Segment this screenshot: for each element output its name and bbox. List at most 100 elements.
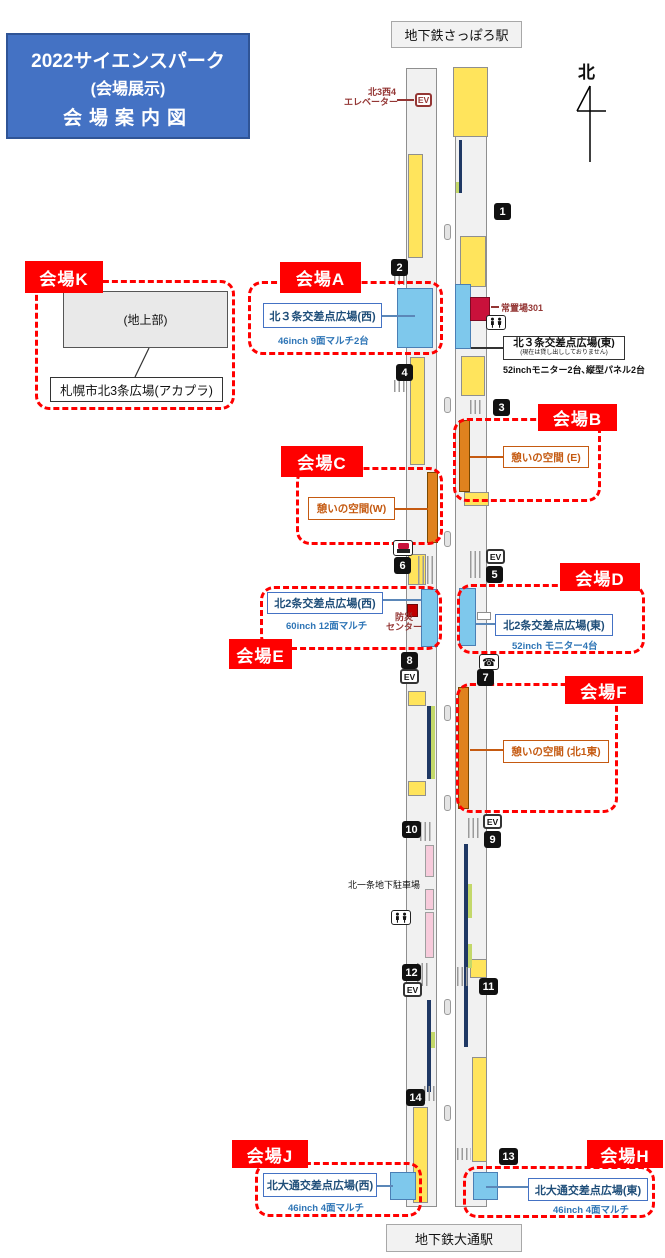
marker-1: 1 (494, 203, 511, 220)
plaza-east-rect (455, 284, 471, 349)
phone-icon: ☎ (479, 654, 499, 670)
navy-line (459, 140, 462, 193)
station-box-sapporo: 地下鉄さっぽろ駅 (391, 21, 522, 48)
venue-k-label: 会場K (25, 261, 103, 293)
east-plaza-name: 北３条交差点広場(東) (513, 337, 615, 349)
elevator-icon: EV (415, 93, 432, 107)
north-label: 北 (578, 63, 595, 82)
yellow-block (460, 236, 486, 287)
venue-h-connector-line (486, 1186, 528, 1188)
marker-4: 4 (396, 364, 413, 381)
venue-j-dashed-box (255, 1162, 422, 1217)
venue-a-connector-line (382, 315, 415, 317)
title-line2: (会場展示) (90, 81, 166, 98)
venue-j-name-box: 北大通交差点広場(西) (263, 1173, 377, 1197)
venue-e-label: 会場E (229, 639, 292, 669)
navy-line (427, 1000, 431, 1092)
elevator-annotation: 北3西4 エレベーター (344, 87, 399, 107)
marker-11: 11 (479, 978, 498, 995)
venue-c-name-box: 憩いの空間(W) (308, 497, 395, 520)
stairs-mark (418, 556, 433, 584)
green-line (431, 1032, 435, 1048)
venue-h-label: 会場H (587, 1140, 663, 1168)
venue-f-name-box: 憩いの空間 (北1東) (503, 740, 609, 763)
venue-j-connector-line (377, 1185, 393, 1187)
navy-line (427, 706, 431, 779)
venue-f-connector-line (470, 749, 503, 751)
venue-a-label: 会場A (280, 262, 361, 293)
venue-h-spec: 46inch 4面マルチ (553, 1205, 630, 1216)
venue-j-spec: 46inch 4面マルチ (288, 1203, 365, 1214)
elevator-icon: EV (483, 814, 502, 829)
elevator-icon: EV (486, 549, 505, 564)
marker-14: 14 (406, 1089, 425, 1106)
venue-h-name-box: 北大通交差点広場(東) (528, 1178, 648, 1201)
venue-d-label: 会場D (560, 563, 640, 591)
storage-label: 常置場301 (501, 303, 544, 313)
elevator-connector-line (397, 99, 414, 101)
stairs-mark (424, 1086, 436, 1101)
stairs-mark (457, 1148, 471, 1160)
restroom-icon (391, 910, 411, 925)
venue-b-dashed-box (453, 418, 601, 502)
venue-d-connector-line (476, 623, 495, 625)
marker-2: 2 (391, 259, 408, 276)
marker-6: 6 (394, 557, 411, 574)
map-title: 2022サイエンスパーク (会場展示) 会場案内図 (6, 33, 250, 139)
east-plaza-note: (現在は貸し出ししておりません) (520, 350, 608, 356)
elevator-annotation-line2: エレベーター (344, 97, 399, 107)
venue-d-spec: 52inch モニター4台 (512, 641, 598, 652)
north-arrow-icon (576, 85, 606, 162)
venue-h-dashed-box (463, 1166, 655, 1218)
venue-b-name-box: 憩いの空間 (E) (503, 446, 589, 468)
elevator-icon: EV (400, 669, 419, 684)
disaster-center-line2: センター (386, 622, 423, 632)
parking-label: 北一条地下駐車場 (348, 880, 421, 890)
venue-a-rect (397, 288, 433, 348)
marker-12: 12 (402, 964, 421, 981)
pillar (444, 224, 451, 240)
station-label-odori: 地下鉄大通駅 (414, 1231, 493, 1247)
marker-13: 13 (499, 1148, 518, 1165)
venue-d-name-box: 北2条交差点広場(東) (495, 614, 613, 636)
venue-b-label: 会場B (538, 404, 617, 431)
green-line (431, 706, 435, 779)
yellow-block (408, 154, 423, 258)
venue-c-label: 会場C (281, 446, 363, 477)
venue-b-connector-line (470, 456, 503, 458)
yellow-block (461, 356, 485, 396)
disaster-center-icon (407, 604, 418, 617)
venue-e-spec: 60inch 12面マルチ (286, 621, 368, 632)
pink-block (425, 912, 434, 958)
green-line (468, 944, 472, 968)
marker-3: 3 (493, 399, 510, 416)
yellow-block (410, 357, 425, 465)
storage-connector-line (491, 306, 499, 308)
pillar (444, 1105, 451, 1121)
station-label-sapporo: 地下鉄さっぽろ駅 (404, 28, 509, 43)
venue-k-ground-rect: (地上部) (63, 291, 228, 348)
stairs-mark (420, 822, 433, 841)
venue-k-connector-line (134, 348, 150, 378)
venue-k-note: (地上部) (123, 313, 168, 327)
pillar (444, 705, 451, 721)
venue-e-connector-line (383, 599, 421, 601)
venue-e-dashed-box (260, 586, 442, 650)
venue-e-name-box: 北2条交差点広場(西) (267, 592, 383, 614)
pink-block (425, 845, 434, 877)
venue-a-name-box: 北３条交差点広場(西) (263, 303, 382, 328)
venue-j-label: 会場J (232, 1140, 308, 1168)
marker-7: 7 (477, 669, 494, 686)
east-plaza-name-box: 北３条交差点広場(東) (現在は貸し出ししておりません) (503, 336, 625, 360)
east-plaza-connector-line (471, 347, 503, 349)
marker-10: 10 (402, 821, 421, 838)
venue-d-dashed-box (457, 584, 645, 654)
stairs-mark (394, 380, 407, 392)
venue-a-spec: 46inch 9面マルチ2台 (278, 336, 369, 347)
stairs-mark (470, 400, 482, 414)
stairs-mark (468, 818, 481, 838)
restroom-icon (486, 315, 506, 330)
disaster-center-label: 防災 センター (386, 612, 422, 632)
postbox-icon (393, 540, 413, 556)
